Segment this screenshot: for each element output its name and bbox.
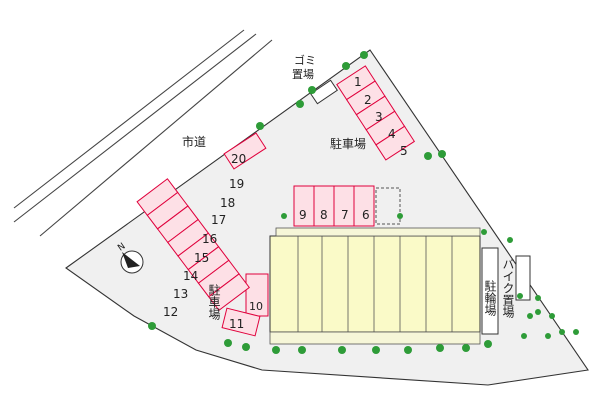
parking-space-13: 13 (173, 287, 188, 301)
parking-group-1-5 (336, 65, 416, 161)
parking-space-20: 20 (231, 152, 246, 166)
parking-space-10: 10 (249, 300, 263, 313)
north-arrow: N (116, 242, 144, 274)
parking-space-3: 3 (375, 110, 383, 124)
parking-space-12: 12 (163, 305, 178, 319)
bike-parking-area (515, 255, 531, 301)
parking-space-11-box (221, 307, 261, 337)
parking-group-6-9 (293, 185, 401, 227)
parking-space-1: 1 (354, 75, 362, 89)
road-edge-line (39, 39, 273, 237)
garbage-label-line2: 置場 (292, 68, 314, 81)
trees (148, 51, 579, 354)
city-road-label: 市道 (182, 134, 206, 149)
apartment-building (269, 227, 481, 345)
parking-group-12-19 (136, 178, 250, 312)
parking-space-7: 7 (341, 208, 349, 222)
road-edge-line (13, 33, 257, 223)
parking-space-11: 11 (229, 317, 244, 331)
parking-space-6: 6 (362, 208, 370, 222)
road-edge-line (13, 29, 245, 209)
parking-space-14: 14 (183, 269, 198, 283)
parking-space-15: 15 (194, 251, 209, 265)
garbage-area (310, 79, 338, 105)
parking-space-8: 8 (320, 208, 328, 222)
parking-space-18: 18 (220, 196, 235, 210)
bike-parking-label: バイク置場 (501, 258, 515, 319)
bicycle-parking-label: 駐輪場 (483, 279, 497, 317)
parking-space-5: 5 (400, 144, 408, 158)
bicycle-parking-area (481, 247, 499, 335)
parking-space-9: 9 (299, 208, 307, 222)
north-label: N (116, 242, 127, 254)
parking-space-16: 16 (202, 232, 217, 246)
parking-space-17: 17 (211, 213, 226, 227)
parking-space-2: 2 (364, 93, 372, 107)
parking-space-19: 19 (229, 177, 244, 191)
parking-space-4: 4 (388, 127, 396, 141)
parking-side-label: 駐車場 (207, 283, 221, 321)
garbage-label-line1: ゴミ (294, 53, 316, 67)
parking-label: 駐車場 (330, 136, 366, 151)
parking-space-20-box (223, 132, 267, 170)
